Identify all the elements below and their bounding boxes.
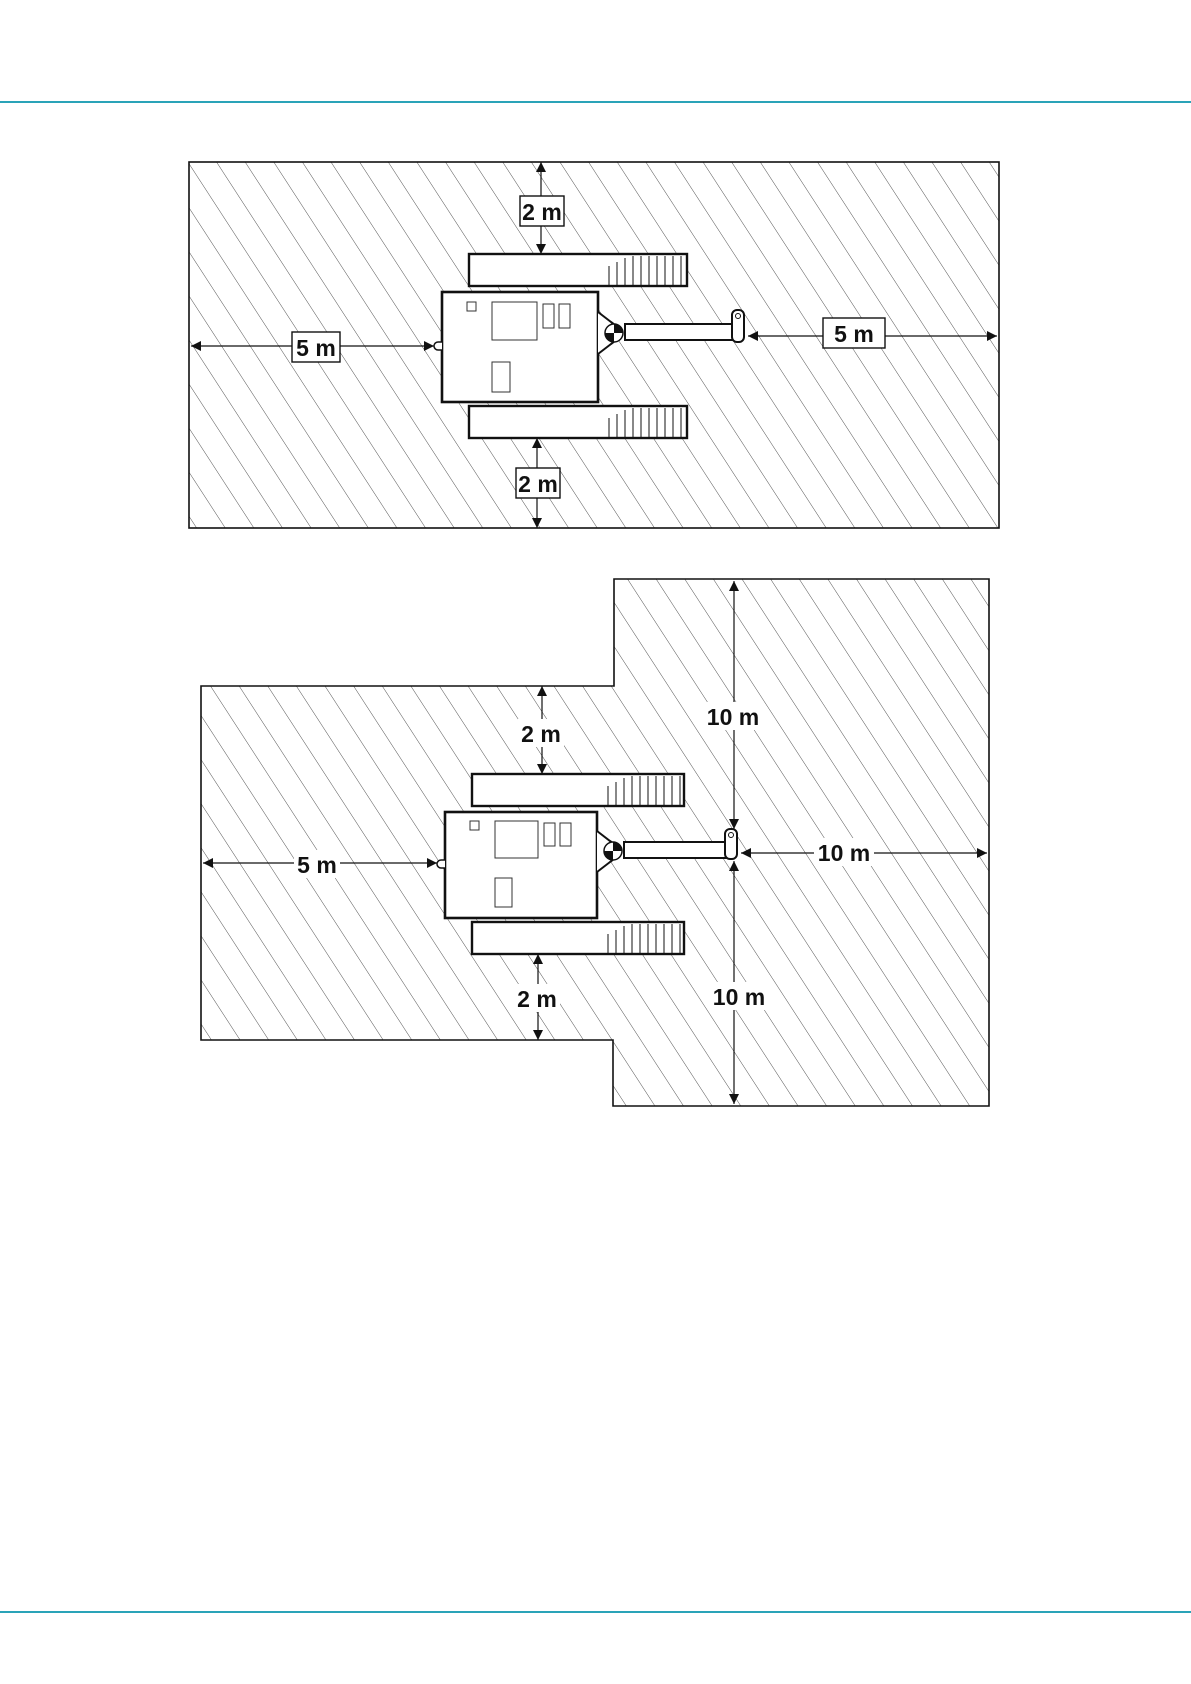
dim-label-boom-up: 10 m xyxy=(707,704,759,730)
dim-label-bottom: 2 m xyxy=(518,471,558,497)
lower-track xyxy=(472,922,684,954)
safety-zone-diagram-extended: 2 m 2 m 5 m 10 m 10 m 10 m xyxy=(196,576,992,1108)
dim-label-left: 5 m xyxy=(297,852,337,878)
upper-track xyxy=(469,254,687,286)
dim-label-left: 5 m xyxy=(296,335,336,361)
upper-track xyxy=(472,774,684,806)
header-rule xyxy=(0,101,1191,103)
dim-label-boom-down: 10 m xyxy=(713,984,765,1010)
lower-track xyxy=(469,406,687,438)
boom-arm xyxy=(625,324,735,340)
dim-label-right: 10 m xyxy=(818,840,870,866)
dim-label-bottom: 2 m xyxy=(517,986,557,1012)
boom-arm xyxy=(624,842,728,858)
safety-zone-diagram-rectangular: 2 m 2 m 5 m 5 m xyxy=(185,158,1001,530)
dim-label-top: 2 m xyxy=(522,199,562,225)
footer-rule xyxy=(0,1611,1191,1613)
dim-label-top: 2 m xyxy=(521,721,561,747)
dim-label-right: 5 m xyxy=(834,321,874,347)
